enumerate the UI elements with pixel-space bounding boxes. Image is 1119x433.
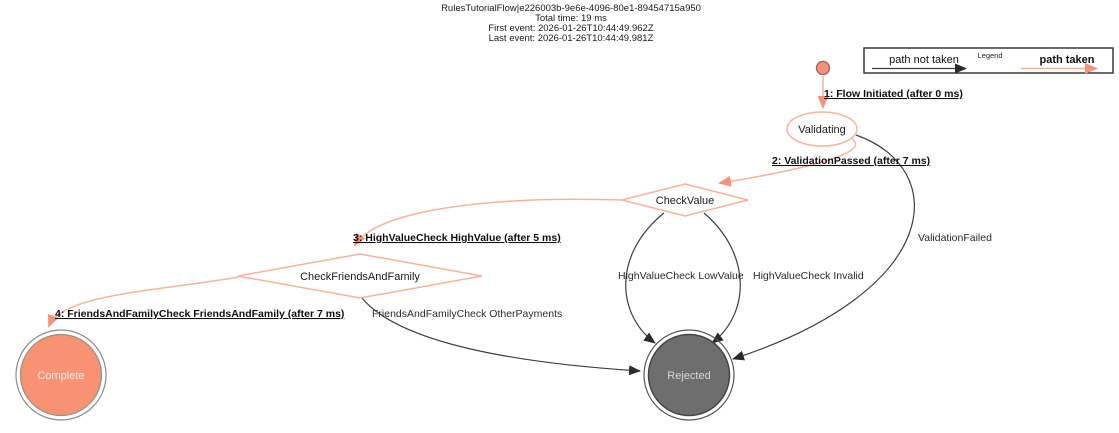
edge-friendsandfamilycheck-friendsandfamily	[48, 276, 240, 328]
label-friendsandfamilycheck-friendsandfamily: 4: FriendsAndFamilyCheck FriendsAndFamil…	[55, 308, 344, 320]
label-validation-passed: 2: ValidationPassed (after 7 ms)	[772, 155, 930, 167]
complete-label: Complete	[37, 370, 84, 382]
check-friends-and-family-label: CheckFriendsAndFamily	[300, 271, 420, 283]
edge-validation-passed	[718, 138, 857, 187]
node-complete[interactable]: Complete	[15, 329, 107, 421]
node-start[interactable]	[815, 60, 831, 76]
edge-highvaluecheck-highvalue	[353, 198, 623, 247]
diagram-header: RulesTutorialFlow|e226003b-9e6e-4096-80e…	[441, 3, 701, 44]
label-validation-failed: ValidationFailed	[918, 232, 992, 244]
node-validating[interactable]: Validating	[786, 111, 858, 147]
edge-highvaluecheck-lowvalue	[625, 212, 665, 344]
check-value-diamond	[621, 183, 749, 217]
node-check-friends-and-family[interactable]: CheckFriendsAndFamily	[237, 253, 483, 299]
node-check-value[interactable]: CheckValue	[621, 183, 749, 217]
flow-id-title: RulesTutorialFlow|e226003b-9e6e-4096-80e…	[441, 3, 701, 14]
label-highvaluecheck-invalid: HighValueCheck Invalid	[753, 270, 864, 282]
validating-label: Validating	[798, 124, 846, 136]
edge-friendsandfamilycheck-otherpayments	[360, 296, 641, 376]
last-event-text: Last event: 2026-01-26T10:44:49.981Z	[489, 33, 654, 44]
check-value-label: CheckValue	[656, 195, 715, 207]
legend-box: path not taken Legend path taken	[863, 47, 1114, 74]
label-highvaluecheck-lowvalue: HighValueCheck LowValue	[618, 270, 744, 282]
edge-validation-failed	[732, 134, 915, 361]
rejected-label: Rejected	[667, 370, 710, 382]
legend-path-not-taken-label: path not taken	[889, 54, 959, 66]
first-event-text: First event: 2026-01-26T10:44:49.962Z	[488, 23, 653, 34]
rejected-circle	[647, 333, 731, 417]
total-time-text: Total time: 19 ms	[535, 13, 607, 24]
legend-title: Legend	[977, 51, 1002, 60]
label-highvaluecheck-highvalue: 3: HighValueCheck HighValue (after 5 ms)	[353, 232, 561, 244]
label-friendsandfamilycheck-otherpayments: FriendsAndFamilyCheck OtherPayments	[372, 308, 562, 320]
validating-ellipse	[786, 111, 858, 147]
legend-path-taken-label: path taken	[1039, 54, 1094, 66]
node-rejected[interactable]: Rejected	[643, 329, 735, 421]
edge-highvaluecheck-invalid	[703, 212, 741, 344]
rejected-outer-ring	[643, 329, 735, 421]
check-friends-and-family-diamond	[237, 253, 483, 299]
complete-outer-ring	[15, 329, 107, 421]
start-dot-icon	[815, 60, 831, 76]
complete-circle	[19, 333, 103, 417]
label-flow-initiated: 1: Flow Initiated (after 0 ms)	[824, 88, 963, 100]
